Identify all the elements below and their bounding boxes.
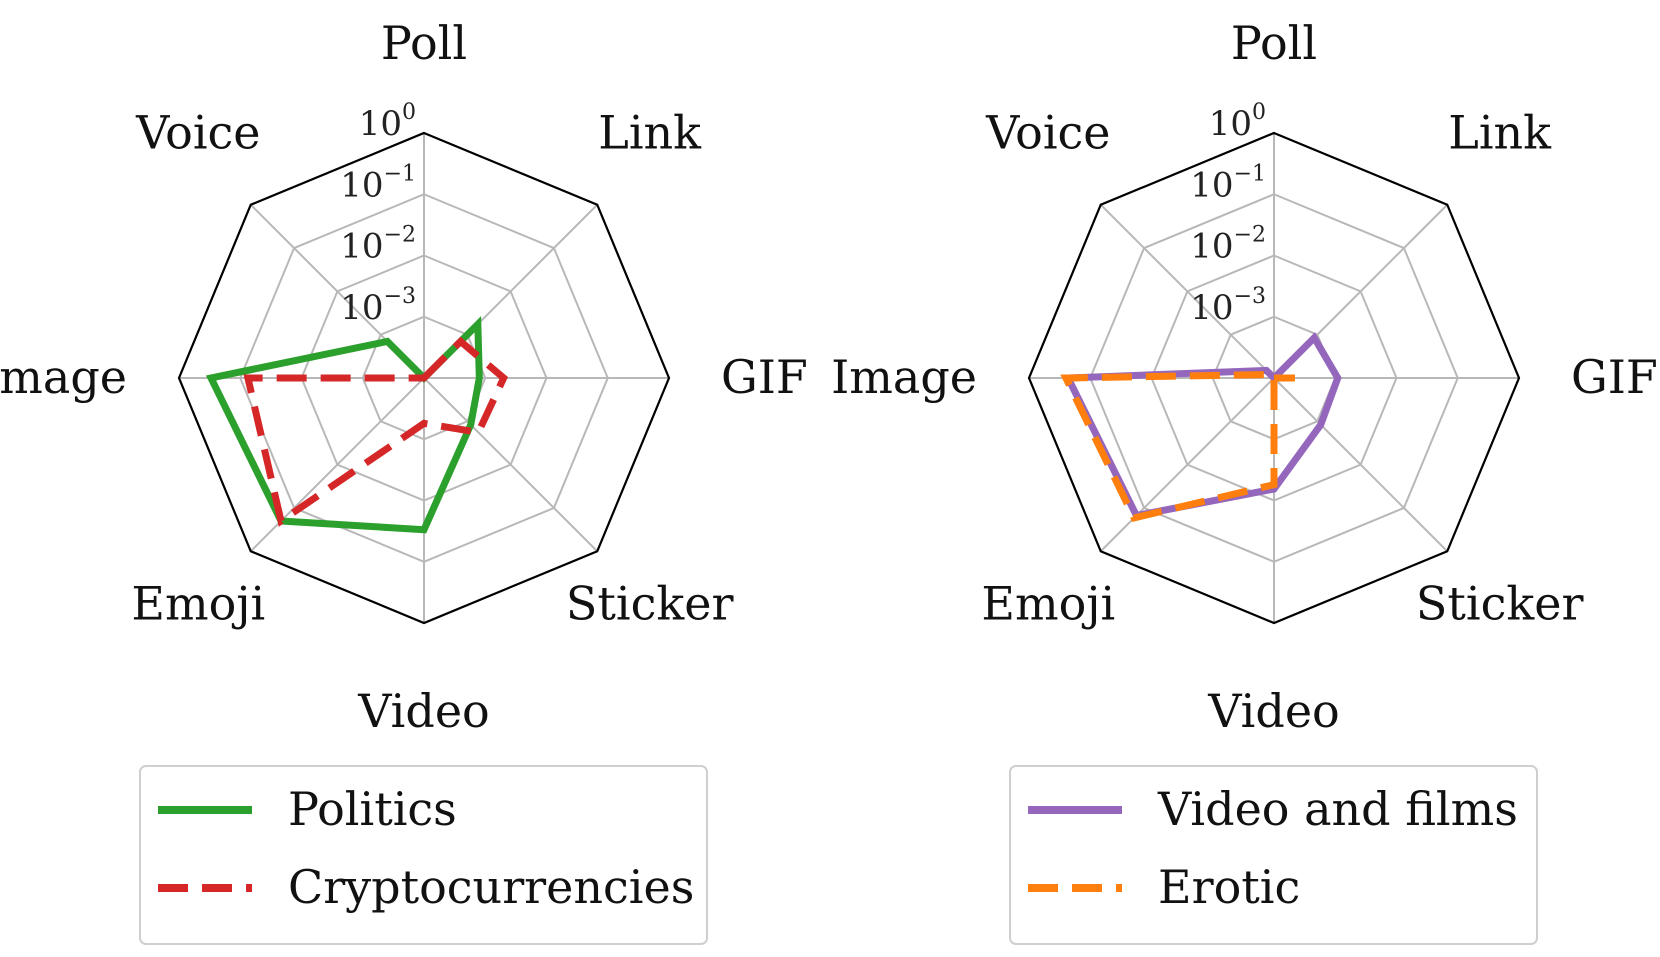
tick-label: 100 bbox=[359, 100, 416, 144]
axis-label-link: Link bbox=[598, 105, 702, 159]
series-video-and-films bbox=[1062, 332, 1342, 520]
tick-label: 10−2 bbox=[1190, 223, 1266, 267]
axis-label-image: Image bbox=[0, 350, 127, 404]
legend-entry: Video and films bbox=[1157, 782, 1518, 836]
tick-label: 10−2 bbox=[340, 223, 416, 267]
series-cryptocurrencies bbox=[243, 336, 508, 527]
axis-label-video: Video bbox=[357, 684, 490, 738]
axis-label-link: Link bbox=[1448, 105, 1552, 159]
axis-label-sticker: Sticker bbox=[1416, 577, 1584, 631]
tick-label: 100 bbox=[1209, 100, 1266, 144]
axis-label-emoji: Emoji bbox=[981, 577, 1115, 631]
radar-frame bbox=[177, 131, 671, 625]
axis-label-sticker: Sticker bbox=[566, 577, 734, 631]
axis-label-poll: Poll bbox=[381, 16, 467, 70]
legend-entry: Erotic bbox=[1158, 860, 1300, 914]
axis-label-voice: Voice bbox=[135, 105, 260, 159]
tick-label: 10−1 bbox=[340, 161, 416, 205]
series-politics bbox=[205, 315, 483, 534]
tick-label: 10−1 bbox=[1190, 161, 1266, 205]
legend-box bbox=[139, 765, 708, 945]
radar-frame bbox=[1027, 131, 1521, 625]
axis-label-emoji: Emoji bbox=[131, 577, 265, 631]
axis-label-poll: Poll bbox=[1231, 16, 1317, 70]
grid-spoke bbox=[1273, 377, 1448, 552]
axis-label-gif: GIF bbox=[721, 350, 808, 404]
grid-spoke bbox=[423, 377, 598, 552]
legend-box bbox=[1009, 765, 1538, 945]
series-erotic bbox=[1060, 371, 1295, 522]
tick-label: 10−3 bbox=[1190, 284, 1266, 328]
axis-label-image: Image bbox=[831, 350, 977, 404]
grid-spoke bbox=[1100, 204, 1275, 379]
axis-label-video: Video bbox=[1207, 684, 1340, 738]
grid-spoke bbox=[1100, 377, 1275, 552]
tick-label: 10−3 bbox=[340, 284, 416, 328]
legend-entry: Politics bbox=[288, 782, 457, 836]
axis-label-gif: GIF bbox=[1571, 350, 1658, 404]
axis-label-voice: Voice bbox=[985, 105, 1110, 159]
legend-entry: Cryptocurrencies bbox=[288, 860, 694, 914]
